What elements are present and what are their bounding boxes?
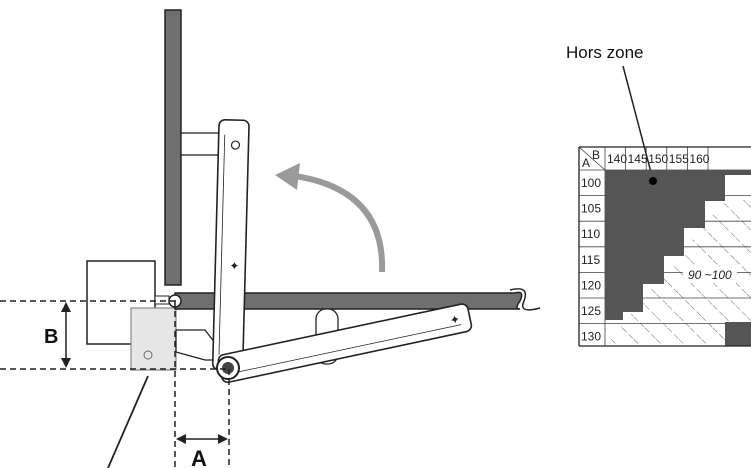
- column-header: 140: [607, 152, 627, 166]
- column-header: 155: [669, 152, 689, 166]
- zone-marker-dot: [649, 177, 657, 185]
- row-header: 105: [581, 202, 601, 216]
- dim-b-arrow-bottom: [61, 358, 71, 368]
- opening-arrow-head: [275, 163, 300, 190]
- gate-break-line: [509, 288, 541, 311]
- row-header: 125: [581, 304, 601, 318]
- arm-inner-line-closed: [236, 324, 462, 373]
- bracket-leader-line: [107, 375, 149, 468]
- range-label-bg: [683, 267, 737, 283]
- arm-marker-icon: ✦: [229, 259, 239, 273]
- corner-label-b: B: [592, 148, 600, 162]
- dim-a-arrow-left: [176, 434, 186, 444]
- corner-diagonal: [579, 147, 606, 171]
- arm-marker-icon-closed: ✦: [449, 312, 462, 328]
- column-header: 150: [648, 152, 668, 166]
- gate-leaf-closed: [174, 291, 523, 310]
- dim-a-label: A: [191, 446, 207, 468]
- column-header: 160: [689, 152, 709, 166]
- gate-leaf-open: [164, 9, 182, 286]
- actuator-arm-open: [211, 118, 250, 371]
- row-header: 100: [581, 176, 601, 190]
- dim-b-label: B: [44, 326, 58, 348]
- motor-pivot-core: [222, 362, 234, 374]
- opening-arrow: [294, 173, 386, 273]
- arm-pivot-icon: [230, 140, 241, 150]
- row-header: 130: [581, 330, 601, 344]
- zone-leader-line: [622, 65, 654, 181]
- arm-inner-line: [218, 134, 226, 355]
- out-of-zone-corner: [725, 322, 751, 346]
- row-header: 115: [581, 253, 600, 267]
- pillar-connector: [154, 295, 170, 305]
- row-header: 120: [581, 278, 601, 292]
- zone-table: [579, 147, 751, 346]
- row-header: 110: [581, 227, 600, 241]
- zone-label: Hors zone: [566, 43, 643, 62]
- corner-label-a: A: [582, 156, 590, 170]
- column-header: 145: [628, 152, 648, 166]
- range-label: 90 ~100: [688, 268, 732, 282]
- actuator-arm-closed: [217, 303, 473, 384]
- dim-b-arrow-top: [61, 302, 71, 312]
- mounting-bracket: [130, 307, 177, 371]
- dim-a-arrow-right: [218, 434, 228, 444]
- bracket-hole-icon: [143, 350, 153, 360]
- out-of-zone-region: [605, 170, 751, 320]
